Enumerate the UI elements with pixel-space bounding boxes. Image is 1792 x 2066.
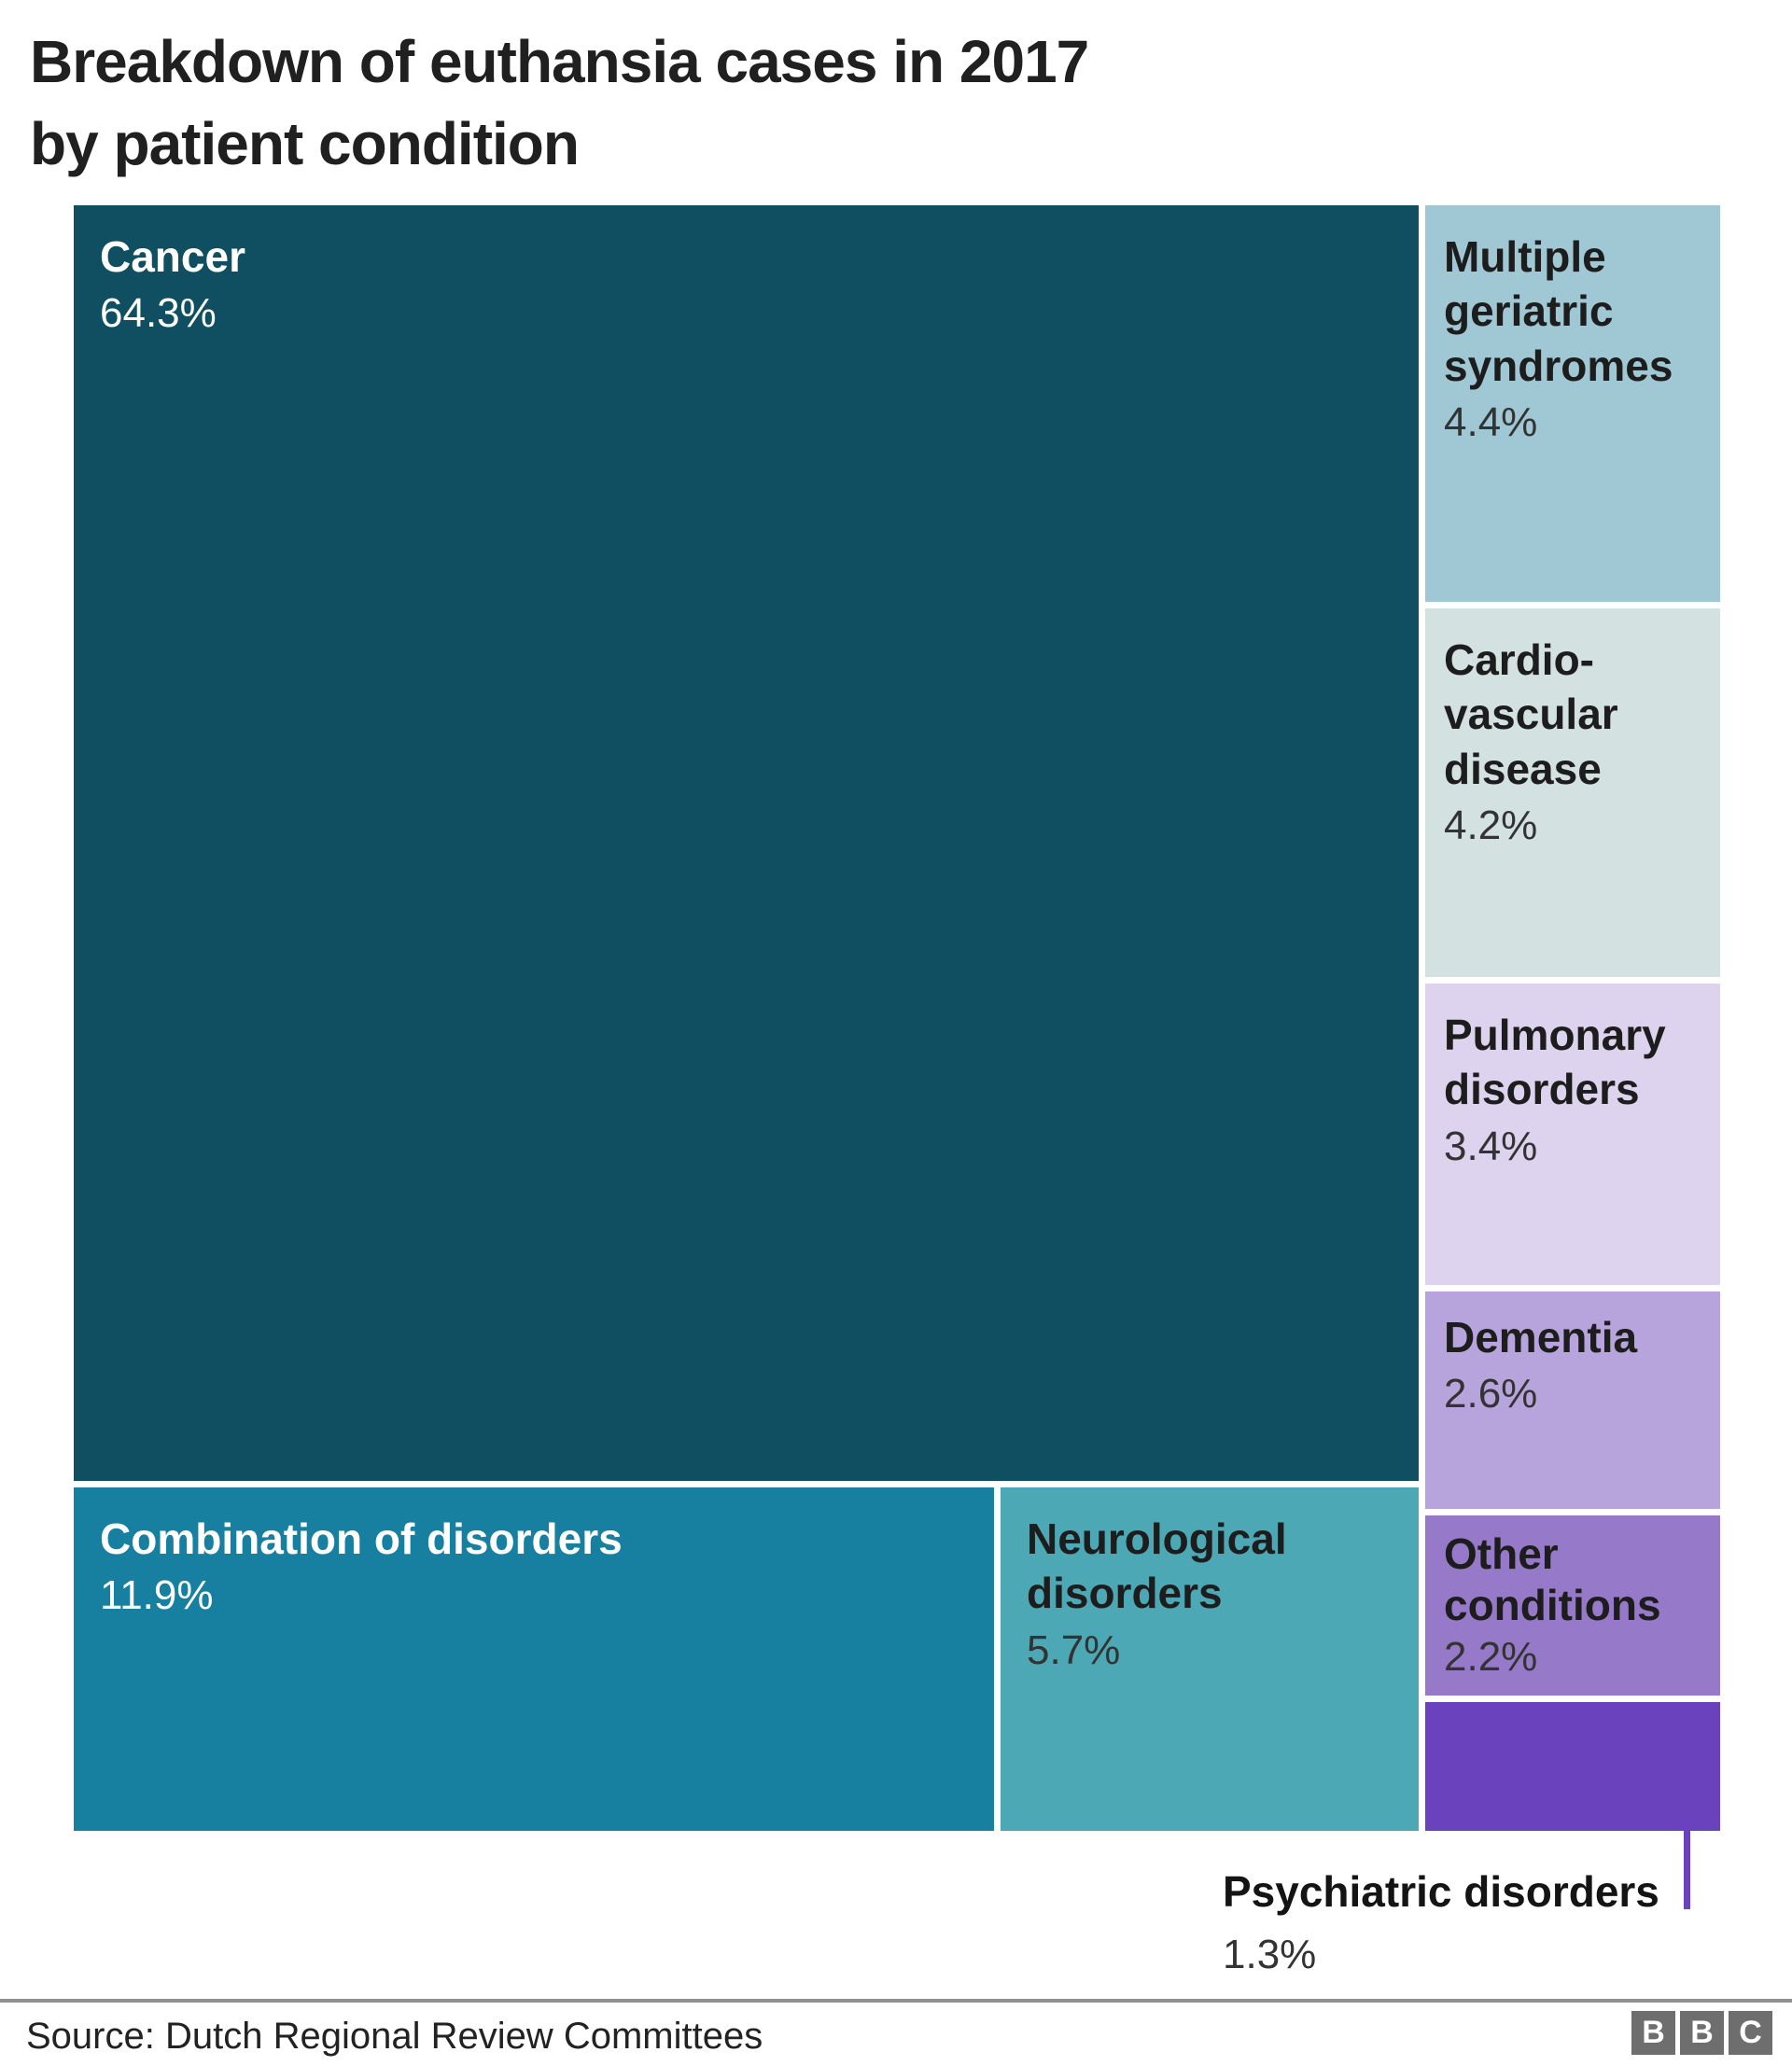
tile-percentage: 4.2% bbox=[1444, 803, 1538, 849]
psychiatric-callout: Psychiatric disorders 1.3% bbox=[1223, 1864, 1783, 1981]
tile-cancer: Cancer 64.3% bbox=[74, 205, 1419, 1481]
page-title-line2: by patient condition bbox=[30, 110, 580, 178]
tile-label: Pulmonary disorders bbox=[1444, 1011, 1666, 1114]
tile-combination-of-disorders: Combination of disorders 11.9% bbox=[74, 1487, 994, 1831]
tile-percentage: 5.7% bbox=[1027, 1626, 1121, 1673]
bbc-logo: B B C bbox=[1631, 2011, 1772, 2055]
tile-psychiatric-disorders bbox=[1425, 1702, 1720, 1831]
tile-percentage: 4.4% bbox=[1444, 399, 1538, 446]
tile-label: Dementia bbox=[1444, 1313, 1638, 1361]
psychiatric-connector-line bbox=[1684, 1831, 1690, 1909]
psychiatric-callout-label: Psychiatric disorders bbox=[1223, 1867, 1659, 1916]
footer-divider-line bbox=[0, 1999, 1792, 2003]
bbc-logo-block-b1: B bbox=[1631, 2011, 1675, 2055]
page-title: Breakdown of euthansia cases in 2017 by … bbox=[30, 21, 1337, 186]
tile-label: Combination of disorders bbox=[100, 1515, 623, 1563]
tile-other-conditions: Other conditions 2.2% bbox=[1425, 1515, 1720, 1696]
tile-percentage: 2.2% bbox=[1444, 1634, 1538, 1681]
psychiatric-callout-percentage: 1.3% bbox=[1223, 1931, 1317, 1977]
tile-pulmonary-disorders: Pulmonary disorders 3.4% bbox=[1425, 984, 1720, 1285]
page-title-line1: Breakdown of euthansia cases in 2017 bbox=[30, 28, 1089, 95]
tile-label: Cardio-vascular disease bbox=[1444, 635, 1618, 793]
tile-percentage: 2.6% bbox=[1444, 1371, 1538, 1417]
tile-multiple-geriatric-syndromes: Multiple geriatric syndromes 4.4% bbox=[1425, 205, 1720, 602]
tile-neurological-disorders: Neurological disorders 5.7% bbox=[1001, 1487, 1419, 1831]
bbc-logo-block-b2: B bbox=[1680, 2011, 1724, 2055]
tile-percentage: 3.4% bbox=[1444, 1123, 1538, 1169]
tile-label: Multiple geriatric syndromes bbox=[1444, 232, 1673, 390]
tile-dementia: Dementia 2.6% bbox=[1425, 1291, 1720, 1509]
tile-percentage: 64.3% bbox=[100, 290, 217, 337]
tile-label: Neurological disorders bbox=[1027, 1515, 1287, 1618]
tile-percentage: 11.9% bbox=[100, 1572, 214, 1619]
source-text: Source: Dutch Regional Review Committees bbox=[26, 2016, 763, 2057]
tile-label: Cancer bbox=[100, 232, 245, 281]
tile-label: Other conditions bbox=[1444, 1529, 1661, 1630]
bbc-logo-block-c: C bbox=[1729, 2011, 1772, 2055]
tile-cardiovascular-disease: Cardio-vascular disease 4.2% bbox=[1425, 608, 1720, 977]
